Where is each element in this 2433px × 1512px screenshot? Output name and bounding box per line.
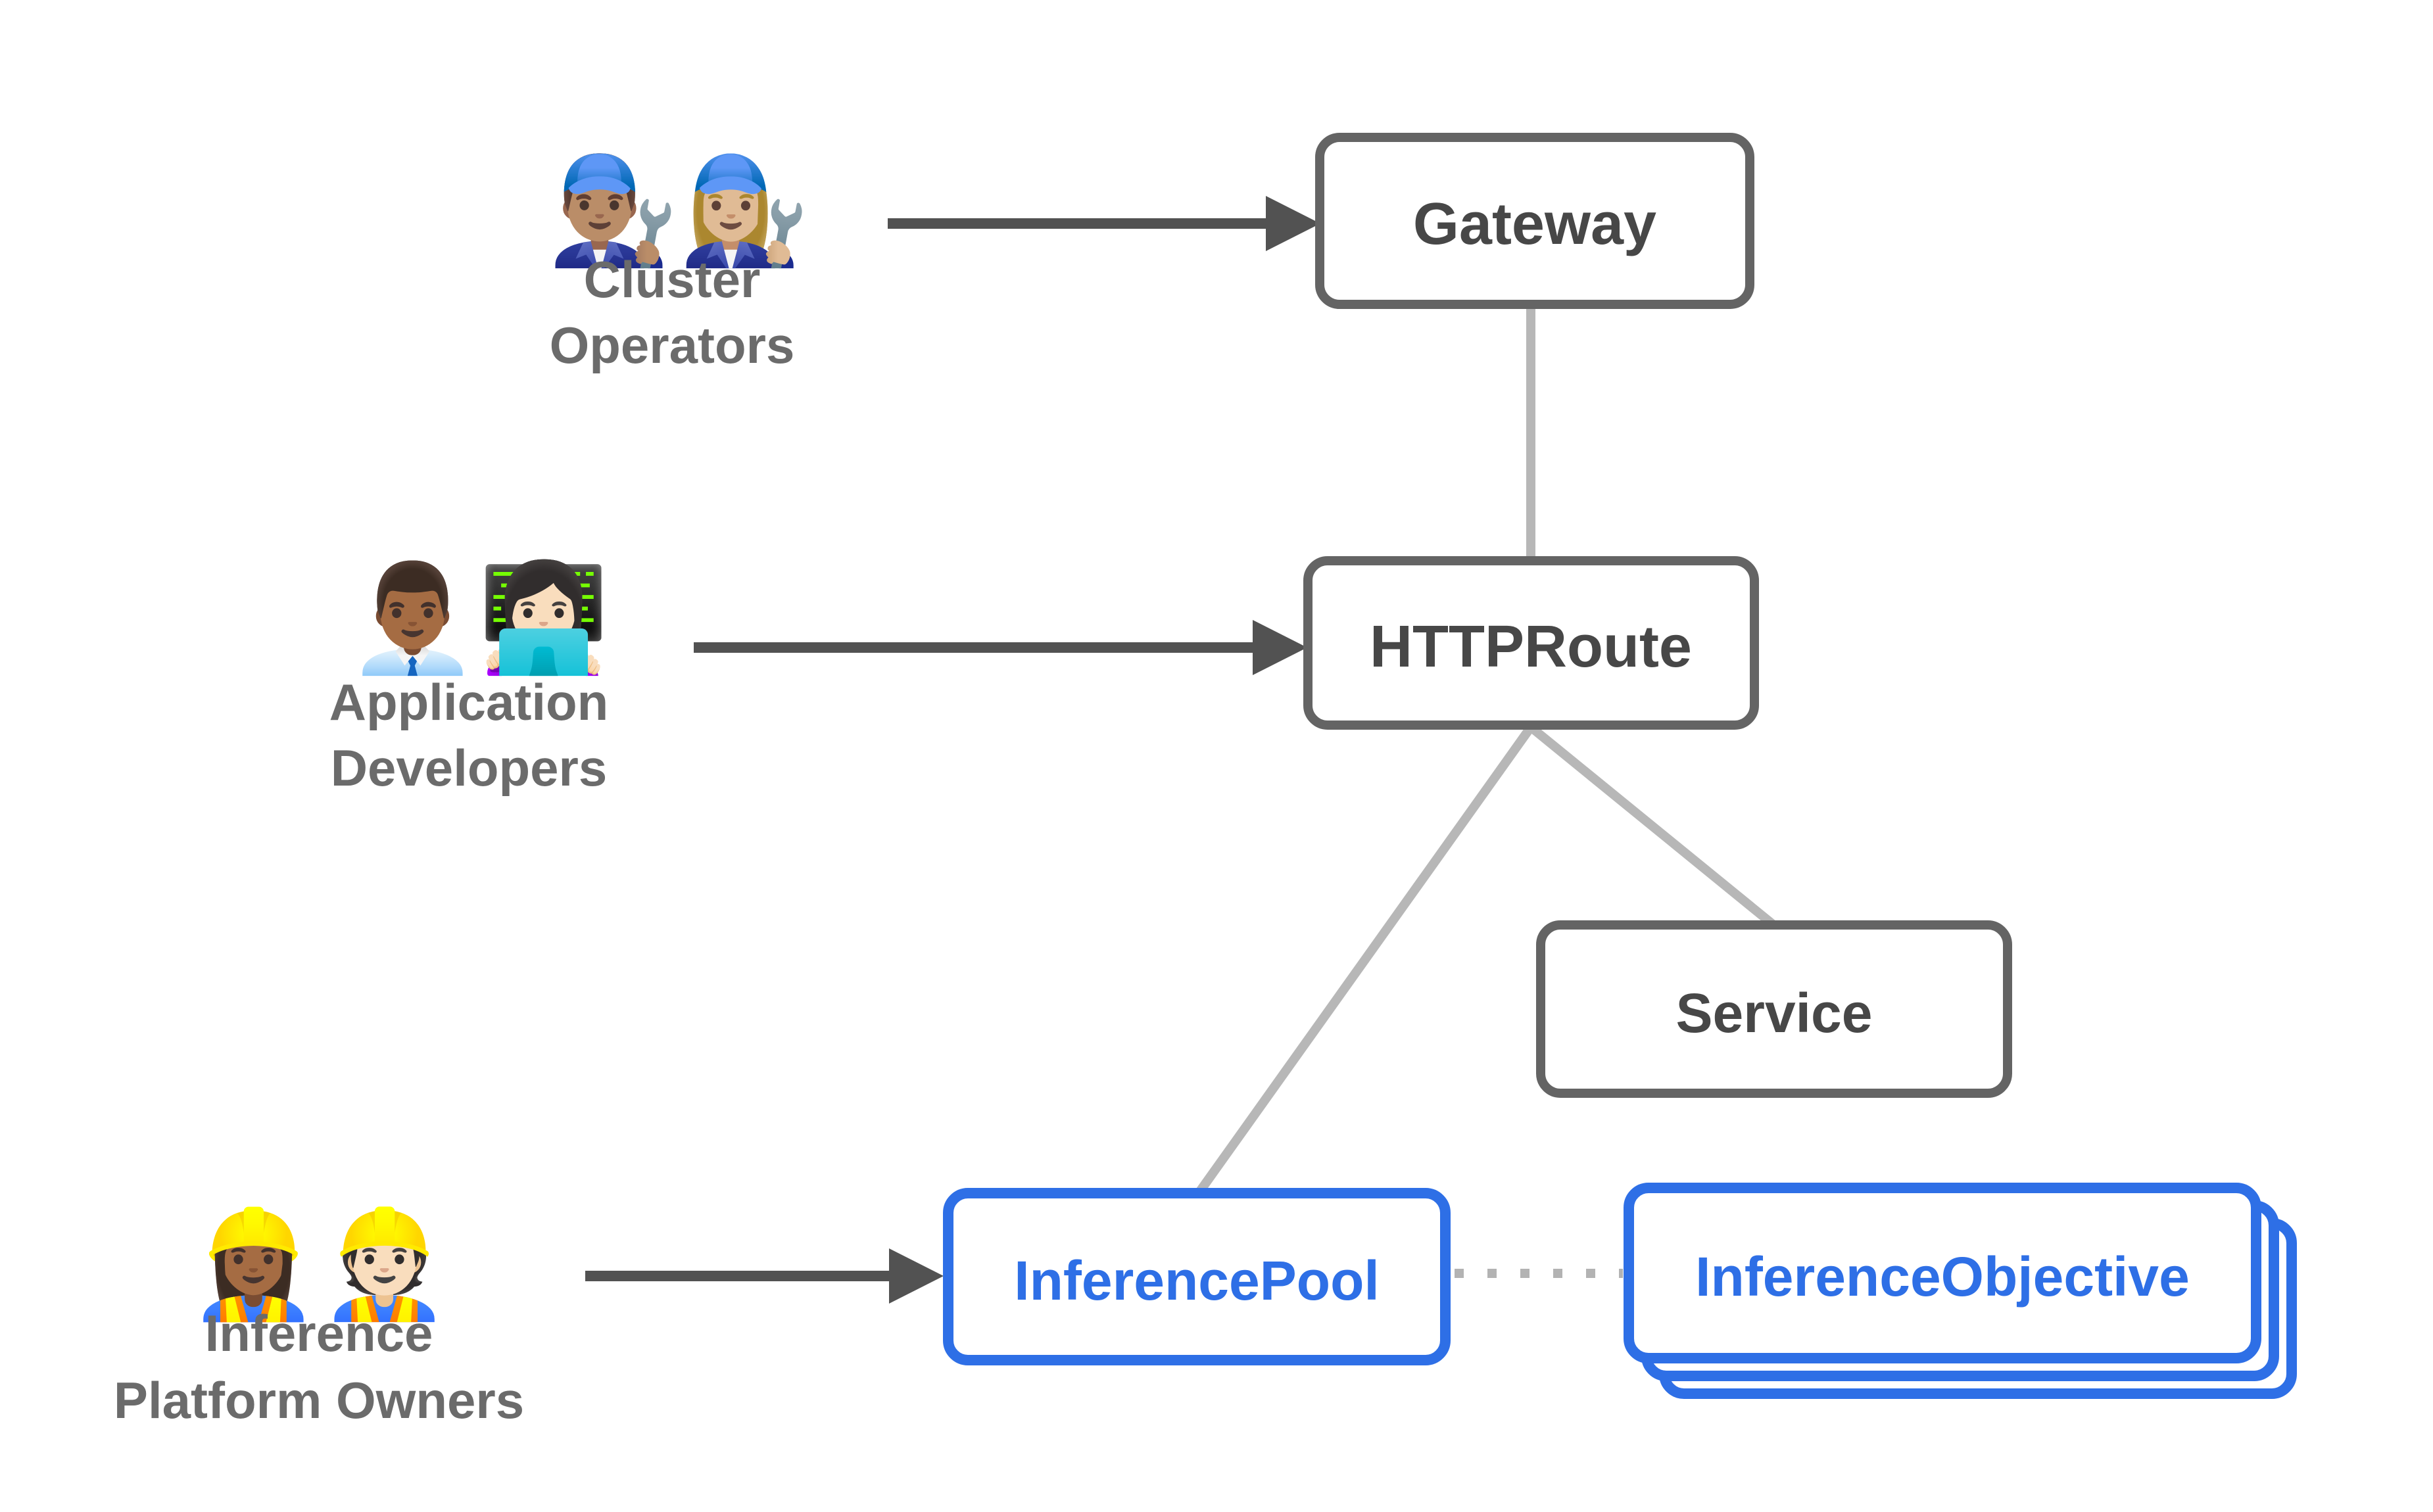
node-gateway: Gateway [1315, 133, 1754, 309]
service-label: Service [1676, 982, 1873, 1044]
actor-application-developers: 👨🏾‍💼👩🏻‍💻 Application Developers [329, 559, 610, 797]
arrow-application-developers-to-httproute [694, 620, 1307, 675]
inference-platform-owners-label-line1: Inference [205, 1304, 433, 1362]
arrow-cluster-operators-to-gateway [888, 196, 1320, 251]
cluster-operators-label-line1: Cluster [584, 250, 761, 308]
node-httproute: HTTPRoute [1303, 556, 1759, 730]
inferenceobjective-label: InferenceObjective [1695, 1246, 2190, 1308]
arrow-inference-platform-owners-to-inferencepool [585, 1248, 944, 1304]
node-inferenceobjective-stack: InferenceObjective [1624, 1183, 2297, 1399]
application-developers-emoji: 👨🏾‍💼👩🏻‍💻 [347, 559, 609, 677]
gateway-label: Gateway [1413, 191, 1656, 257]
application-developers-label-line2: Developers [331, 739, 608, 797]
arrow-head [1266, 196, 1320, 251]
node-inferencepool: InferencePool [943, 1188, 1451, 1365]
application-developers-label-line1: Application [329, 673, 609, 731]
inferencepool-box [943, 1188, 1451, 1365]
httproute-label: HTTPRoute [1370, 614, 1692, 680]
inferenceobjective-box [1624, 1183, 2261, 1363]
node-service: Service [1536, 920, 2012, 1098]
inferencepool-label: InferencePool [1014, 1250, 1379, 1311]
inference-platform-owners-label-line2: Platform Owners [114, 1371, 524, 1429]
arrow-head [889, 1248, 944, 1304]
service-box [1536, 920, 2012, 1098]
connector-httproute-inferencepool [1194, 724, 1535, 1197]
inference-platform-owners-emoji: 👷🏾‍♀️👷🏻 [188, 1205, 450, 1323]
connector-httproute-service [1528, 723, 1776, 928]
actor-cluster-operators: 👨🏽‍🔧👩🏼‍🔧 Cluster Operators [548, 151, 809, 374]
cluster-operators-emoji: 👨🏽‍🔧👩🏼‍🔧 [548, 151, 809, 270]
cluster-operators-label-line2: Operators [550, 316, 795, 374]
arrow-head [1253, 620, 1307, 675]
gateway-box [1315, 133, 1754, 309]
httproute-box [1303, 556, 1759, 730]
actor-inference-platform-owners: 👷🏾‍♀️👷🏻 Inference Platform Owners [114, 1205, 524, 1429]
